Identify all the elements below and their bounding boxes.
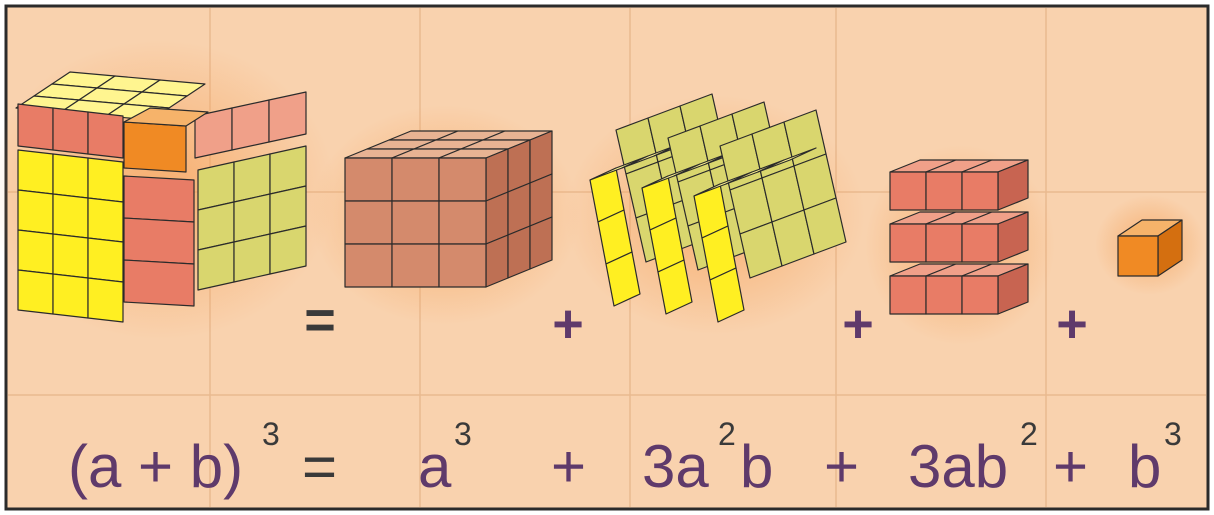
band-red-cell [87,111,124,159]
term-3ab2-base: 3ab [908,433,1008,500]
a3-front-cell [344,157,393,202]
term-a3-base: a [418,433,452,500]
corner-orange-front [123,121,187,173]
lhs-base: (a + b) [68,433,243,500]
left-yellow-cell [17,149,54,195]
band-red-right-cell [231,99,270,151]
rod1-front-cell [925,223,963,263]
left-yellow-cell [87,237,124,283]
term-3a2b-coef: 3a [642,433,709,500]
right-khaki-cell [197,241,235,291]
slab-khaki-cell [803,197,847,255]
a3-side-cell [529,216,553,270]
equation-row: (a + b) 3 = a 3 + 3a 2 b + 3ab 2 + b 3 [68,416,1182,500]
operator-plus-3: + [1056,294,1088,354]
b-cubed-block [1117,219,1183,277]
left-yellow-cell [52,193,89,239]
a3-front-cell [438,157,487,202]
left-yellow-cell [52,273,89,319]
three-a2b-slabs [589,93,847,323]
center-red-cell [123,217,195,265]
a3-front-cell [344,243,393,288]
term-b3-base: b [1128,433,1161,500]
a3-front-cell [391,157,440,202]
left-yellow-cell [17,269,54,315]
rod2-front-cell [889,275,927,315]
term-3ab2-exponent: 2 [1020,416,1038,452]
left-yellow-cell [17,189,54,235]
three-ab2-rods [889,159,1029,315]
rod1-front-cell [961,223,999,263]
term-3a2b-exponent: 2 [718,416,736,452]
left-yellow-cell [52,153,89,199]
corner-orange-top [123,107,209,127]
slab-yellow-cell [605,251,641,307]
slab-yellow-cell [657,259,693,315]
a3-side-cell [485,234,509,288]
left-yellow-cell [87,197,124,243]
b3-front-cell [1117,235,1159,277]
a3-front-cell [391,200,440,245]
lhs-exponent: 3 [262,416,280,452]
right-khaki-cell [269,225,307,275]
right-khaki-cell [233,233,271,283]
left-yellow-cell [17,229,54,275]
a3-front-cell [391,243,440,288]
rod2-front-cell [925,275,963,315]
rod2-front-cell [961,275,999,315]
a3-front-cell [438,200,487,245]
operator-plus-1: + [552,294,584,354]
a3-side-cell [507,225,531,279]
band-red-cell [17,103,54,151]
center-red-cell [123,175,195,223]
whole-cube [15,71,307,323]
band-red-cell [52,107,89,155]
rod1-front-cell [889,223,927,263]
band-red-right-cell [268,91,307,143]
left-yellow-cell [87,277,124,323]
equation-equals: = [302,433,337,500]
term-b3-exponent: 3 [1164,416,1182,452]
a3-front-cell [344,200,393,245]
equation-plus-3: + [1053,433,1088,500]
slab-yellow-cell [709,267,745,323]
slab-top-cell [757,147,817,173]
rod0-front-cell [961,171,999,211]
a3-front-cell [438,243,487,288]
rod0-front-cell [889,171,927,211]
a-cubed-block [344,130,553,288]
operator-equals: = [304,290,336,350]
term-a3-exponent: 3 [454,416,472,452]
left-yellow-cell [87,157,124,203]
left-yellow-cell [52,233,89,279]
term-3a2b-b: b [740,433,773,500]
equation-plus-2: + [824,433,859,500]
rod0-front-cell [925,171,963,211]
center-red-cell [123,259,195,307]
equation-plus-1: + [551,433,586,500]
operator-plus-2: + [842,294,874,354]
